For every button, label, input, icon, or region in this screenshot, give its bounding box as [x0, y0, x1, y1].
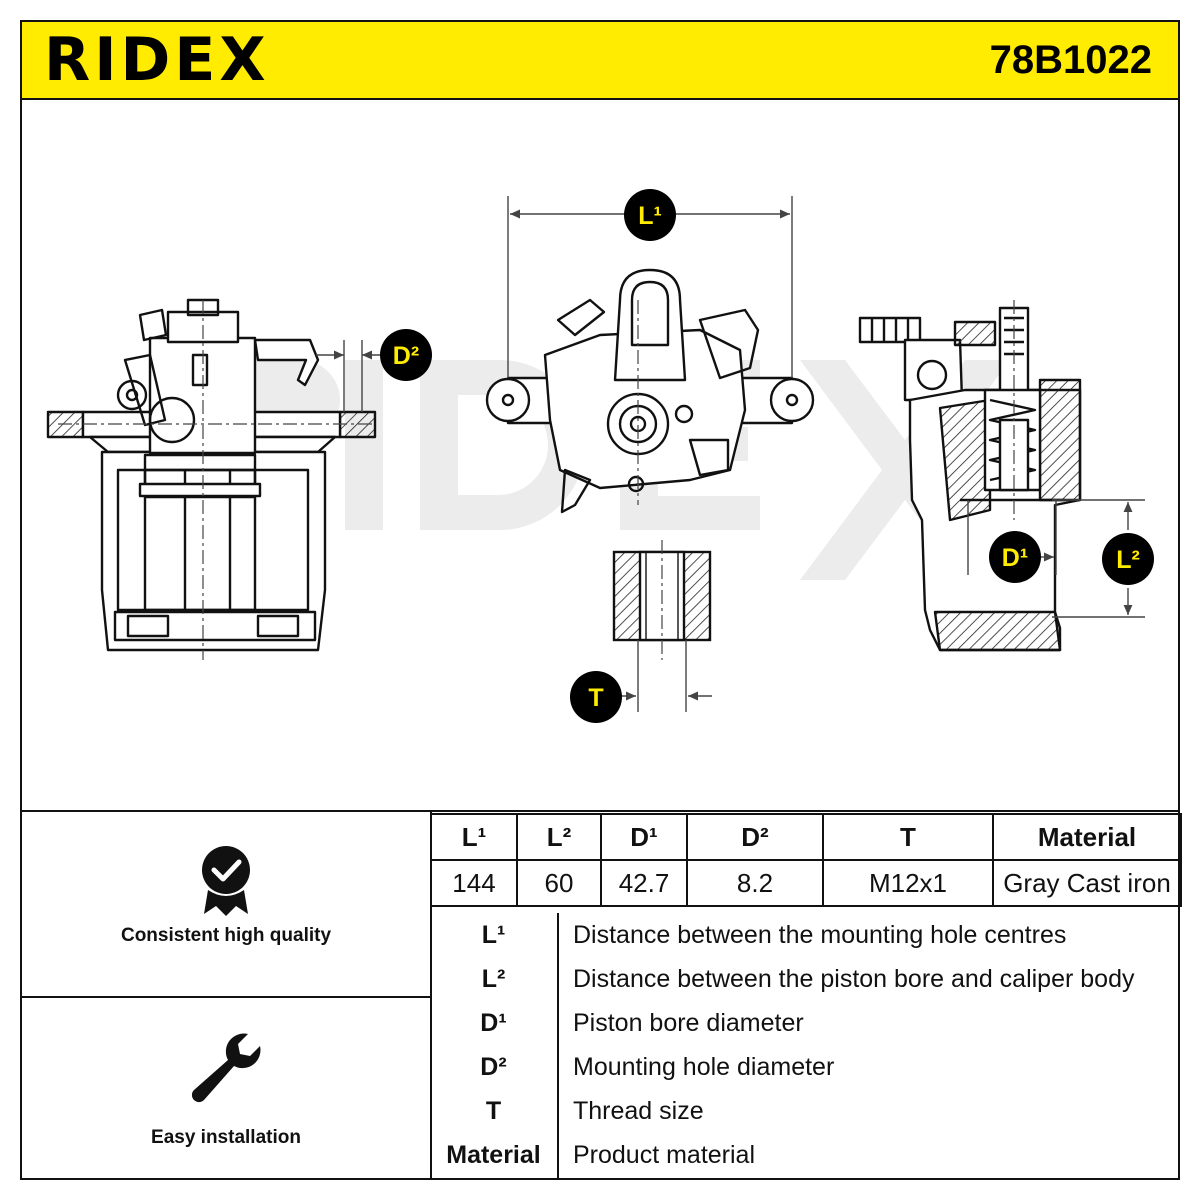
- thread-section-view: [612, 540, 712, 660]
- legend-row: D¹ Piston bore diameter: [430, 1001, 1178, 1046]
- legend-abbr: L¹: [430, 913, 559, 958]
- callout-d2: D²: [380, 329, 432, 381]
- legend-abbr: T: [430, 1089, 559, 1134]
- svg-text:T: T: [588, 684, 603, 712]
- legend-text: Product material: [573, 1141, 756, 1170]
- svg-text:D²: D²: [393, 342, 419, 370]
- spec-table-value-row: 144 60 42.7 8.2 M12x1 Gray Cast iron: [430, 859, 1182, 907]
- part-number: 78B1022: [989, 38, 1152, 82]
- callout-d1: D¹: [989, 531, 1041, 583]
- legend-abbr: D¹: [430, 1001, 559, 1046]
- caliper-back-view: [485, 268, 815, 514]
- svg-text:D¹: D¹: [1002, 544, 1028, 572]
- caliper-section-view: [858, 300, 1082, 652]
- legend-text: Distance between the mounting hole centr…: [573, 920, 1067, 949]
- spec-value-t: M12x1: [822, 859, 994, 907]
- spec-header-material: Material: [992, 813, 1182, 861]
- spec-value-d2: 8.2: [686, 859, 824, 907]
- legend-row: T Thread size: [430, 1089, 1178, 1134]
- spec-header-t: T: [822, 813, 994, 861]
- legend-row: L² Distance between the piston bore and …: [430, 957, 1178, 1002]
- d1-l2-dimensions: [967, 499, 1145, 618]
- brand-logo: RIDEX: [44, 25, 270, 95]
- svg-text:L¹: L¹: [638, 202, 662, 230]
- legend-abbr: D²: [430, 1045, 559, 1090]
- spec-table-header-row: L¹ L² D¹ D² T Material: [430, 813, 1182, 861]
- spec-value-l1: 144: [430, 859, 518, 907]
- quality-badge-icon: [202, 846, 250, 916]
- legend-text: Thread size: [573, 1097, 704, 1126]
- svg-text:L²: L²: [1116, 546, 1140, 574]
- callout-l2: L²: [1102, 533, 1154, 585]
- spec-header-l2: L²: [516, 813, 602, 861]
- legend-row: Material Product material: [430, 1133, 1178, 1178]
- feature-installation-label: Easy installation: [151, 1127, 301, 1148]
- caliper-front-view: [46, 298, 377, 660]
- legend-table: L¹ Distance between the mounting hole ce…: [430, 913, 1178, 1178]
- spec-value-material: Gray Cast iron: [992, 859, 1182, 907]
- caliper-technical-drawing: L¹ D² D¹ L² T: [46, 189, 1154, 723]
- section-divider: [20, 810, 1180, 812]
- spec-header-d2: D²: [686, 813, 824, 861]
- legend-text: Distance between the piston bore and cal…: [573, 964, 1135, 993]
- legend-row: L¹ Distance between the mounting hole ce…: [430, 913, 1178, 958]
- l1-dimension: [507, 196, 793, 378]
- spec-header-l1: L¹: [430, 813, 518, 861]
- legend-row: D² Mounting hole diameter: [430, 1045, 1178, 1090]
- legend-text: Piston bore diameter: [573, 1008, 804, 1037]
- header-bar: RIDEX 78B1022: [20, 20, 1180, 100]
- legend-text: Mounting hole diameter: [573, 1053, 835, 1082]
- spec-header-d1: D¹: [600, 813, 688, 861]
- callout-t: T: [570, 671, 622, 723]
- spec-value-d1: 42.7: [600, 859, 688, 907]
- wrench-icon: [191, 1033, 261, 1103]
- feature-quality: Consistent high quality: [22, 840, 430, 947]
- feature-quality-label: Consistent high quality: [120, 925, 332, 946]
- spec-value-l2: 60: [516, 859, 602, 907]
- feature-divider: [20, 996, 430, 998]
- feature-installation: Easy installation: [22, 1030, 430, 1149]
- spec-table: L¹ L² D¹ D² T Material 144 60 42.7 8.2 M…: [430, 813, 1182, 907]
- legend-abbr: Material: [430, 1133, 559, 1178]
- legend-abbr: L²: [430, 957, 559, 1002]
- callout-l1: L¹: [624, 189, 676, 241]
